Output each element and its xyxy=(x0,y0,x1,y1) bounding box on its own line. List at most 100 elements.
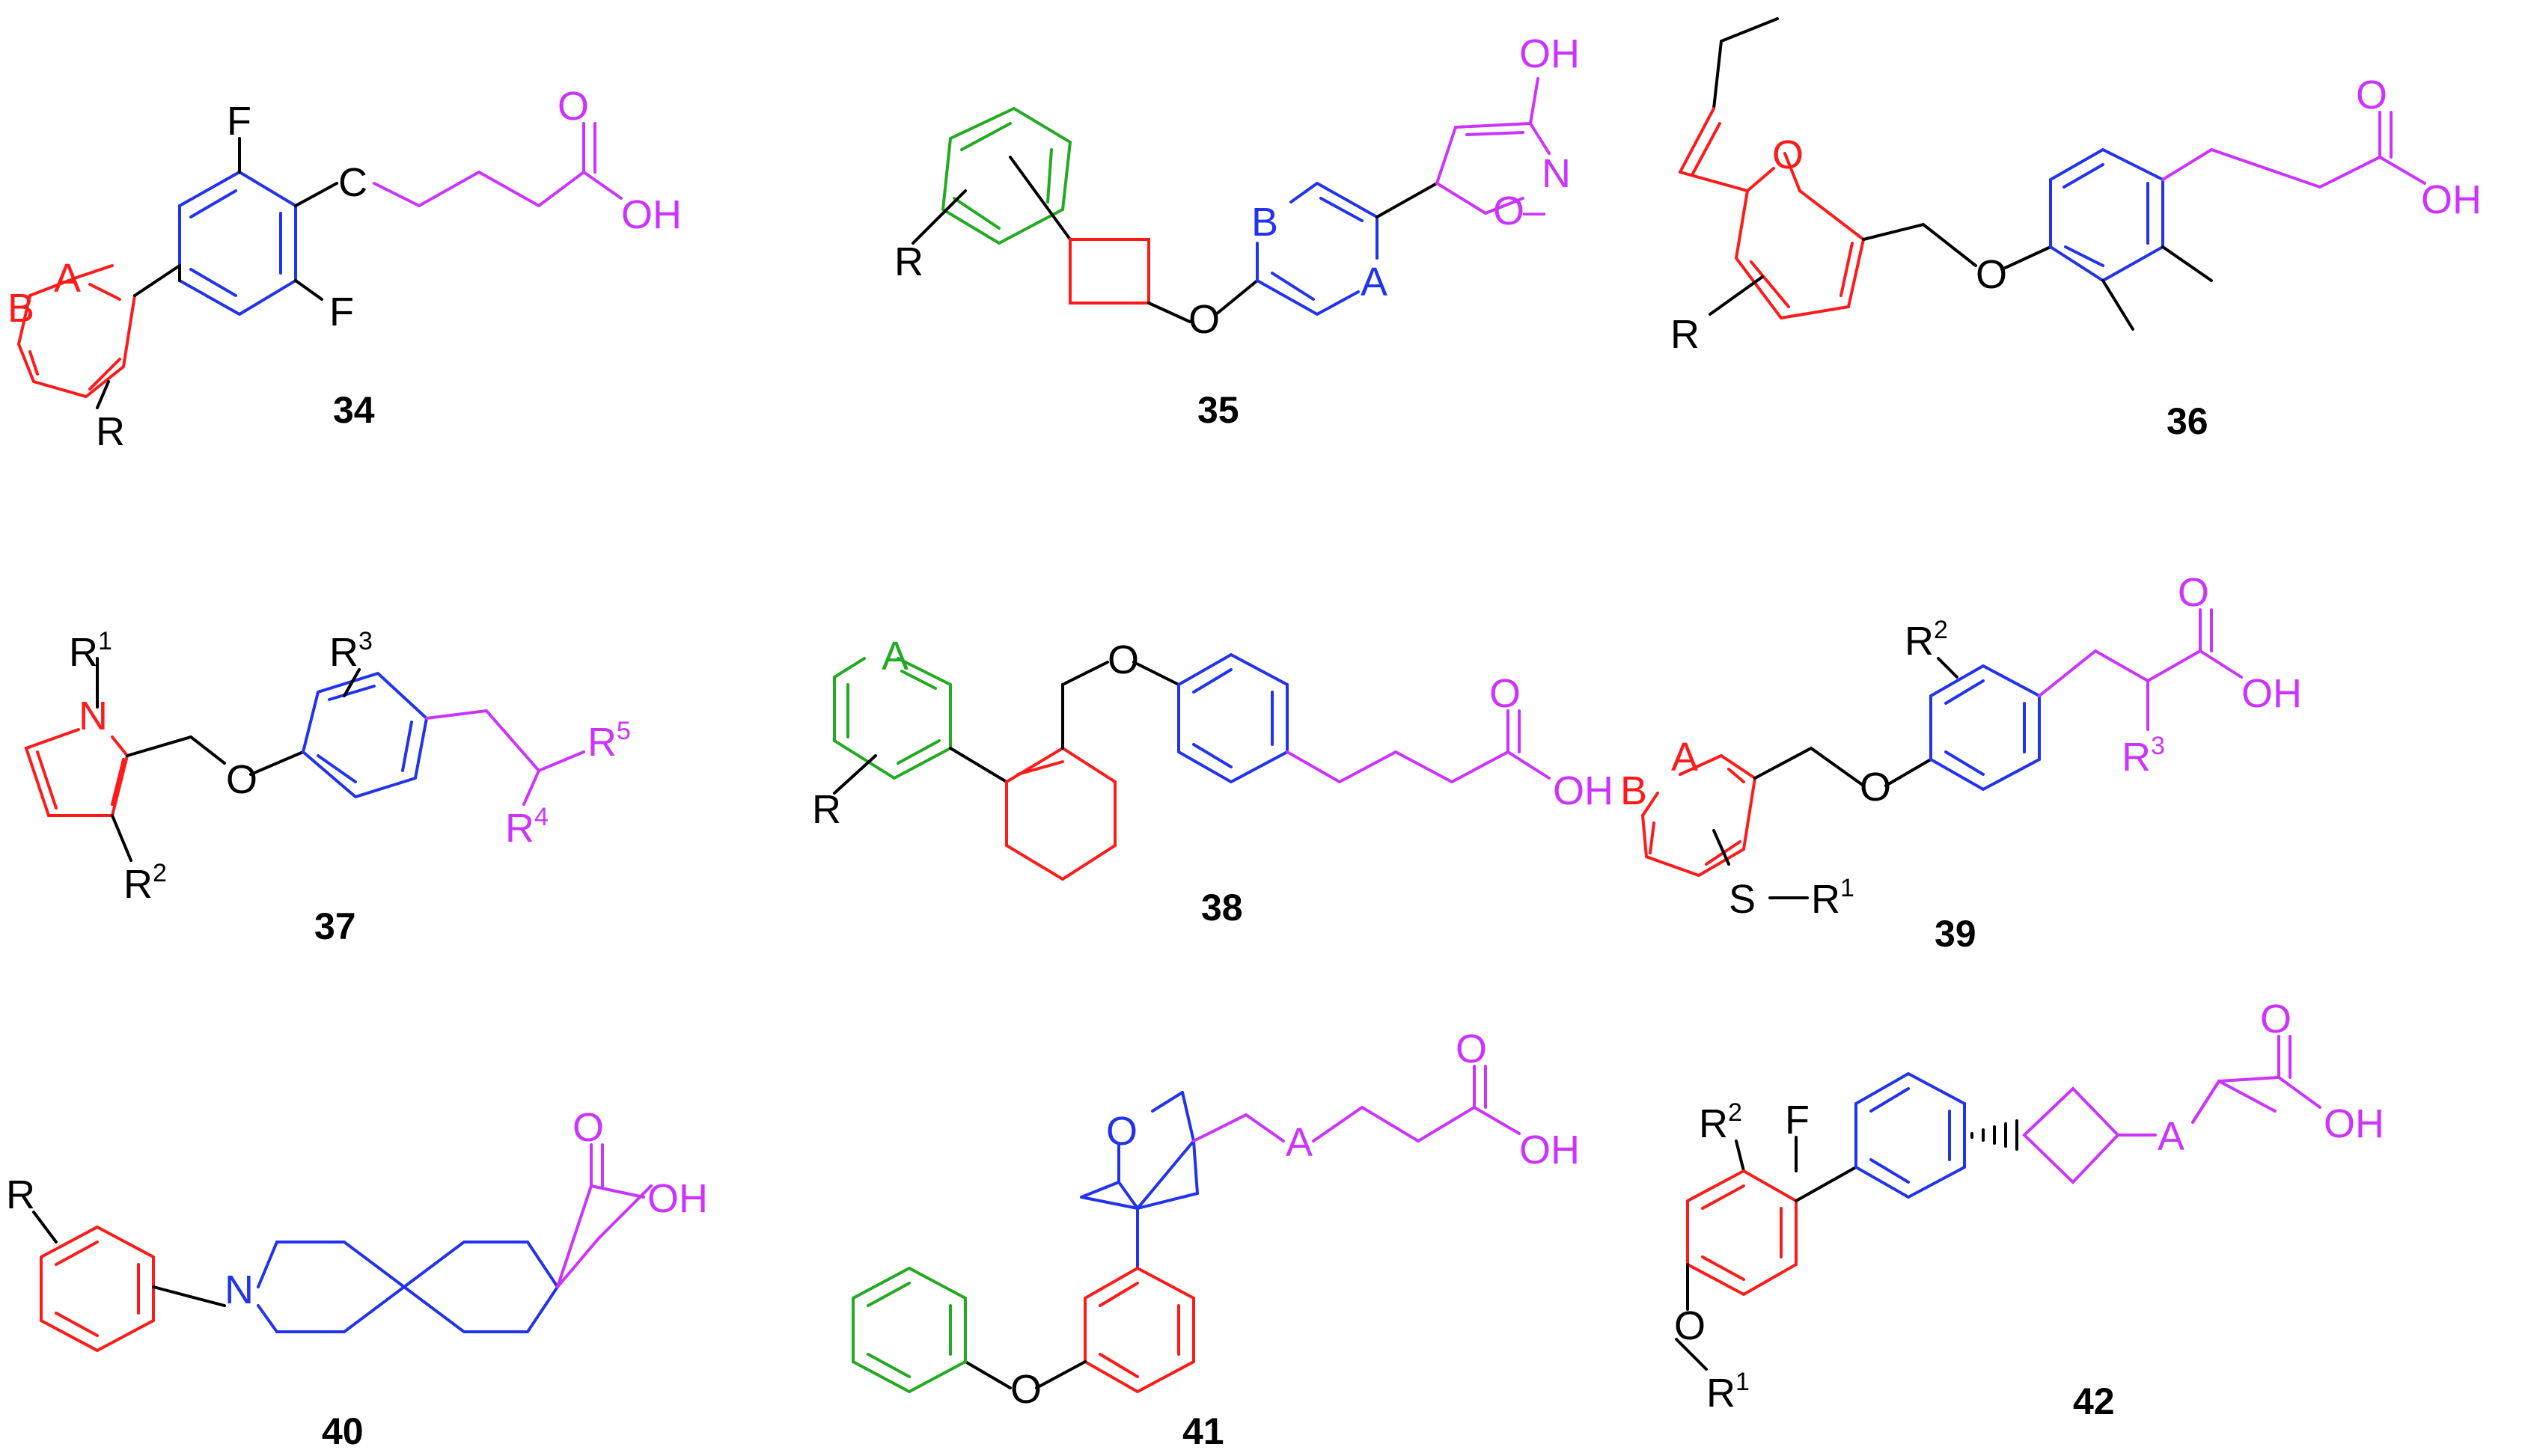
atom-A: A xyxy=(1671,735,1698,780)
atom-O: O xyxy=(2356,73,2387,117)
atom-OH: OH xyxy=(2324,1101,2384,1146)
compound-42: R2 F O R1 A O OH 42 xyxy=(1674,997,2384,1422)
atom-O: O xyxy=(1456,1027,1487,1071)
atom-R: R xyxy=(812,787,841,832)
compound-36: O R O O OH 36 xyxy=(1670,17,2482,442)
ring-37-blue xyxy=(301,671,429,799)
atom-A: A xyxy=(54,256,81,301)
ring-42-red xyxy=(1686,1169,1798,1297)
atom-R: R xyxy=(6,1172,35,1217)
atom-A: A xyxy=(1361,260,1387,305)
compound-34: B A R F F C O OH 34 xyxy=(7,84,682,454)
compound-38: A R O O OH 38 xyxy=(812,634,1613,929)
ring-39-red xyxy=(1641,754,1756,878)
atom-B: B xyxy=(7,286,34,331)
ring-41-green xyxy=(852,1266,967,1394)
compound-number: 41 xyxy=(1182,1410,1224,1452)
atom-R5: R5 xyxy=(587,717,631,765)
atom-B: B xyxy=(1251,200,1278,245)
atom-OH: OH xyxy=(621,192,682,237)
compound-number: 37 xyxy=(314,905,356,947)
compound-37: R1 N R2 O R3 R5 R4 37 xyxy=(24,627,631,947)
compound-number: 35 xyxy=(1197,389,1239,431)
atom-R2: R2 xyxy=(123,859,167,907)
atom-O: O xyxy=(2178,570,2209,615)
atom-O: O xyxy=(1976,252,2007,297)
atom-O: O xyxy=(1674,1303,1706,1348)
ring-38-red xyxy=(1005,746,1117,881)
atom-O: O xyxy=(1010,1367,1042,1412)
atom-O: O xyxy=(573,1105,604,1150)
ring-41-red xyxy=(1084,1266,1195,1394)
atom-O: O xyxy=(558,84,589,129)
atom-O: O xyxy=(1860,765,1891,810)
ring-38-blue xyxy=(1177,652,1289,784)
atom-R: R xyxy=(894,239,923,284)
atom-O: O xyxy=(1108,637,1139,682)
atom-C: C xyxy=(338,160,367,205)
atom-B: B xyxy=(1620,768,1647,813)
atom-OH: OH xyxy=(2421,177,2482,222)
atom-F: F xyxy=(227,99,251,144)
compound-number: 38 xyxy=(1201,887,1243,929)
atom-R1: R1 xyxy=(69,627,112,675)
atom-O: O xyxy=(226,757,257,802)
ring-35-isoxazole xyxy=(1435,77,1551,215)
compound-number: 40 xyxy=(322,1410,364,1452)
atom-A: A xyxy=(1286,1120,1313,1165)
atom-R: R xyxy=(1670,312,1700,357)
atom-R1: R1 xyxy=(1706,1368,1750,1416)
compound-35: R O B A O – N OH 35 xyxy=(894,31,1580,431)
rings-40-spiro xyxy=(257,1241,560,1333)
ring-37-pyrrole xyxy=(24,728,129,817)
atom-F: F xyxy=(329,290,354,334)
atom-R1: R1 xyxy=(1811,874,1854,922)
atom-O: O xyxy=(1106,1109,1138,1154)
atom-R3: R3 xyxy=(329,627,373,675)
atom-R2: R2 xyxy=(1699,1098,1742,1146)
atom-A: A xyxy=(2158,1114,2184,1159)
ring-38-green xyxy=(833,657,952,780)
atom-O: O xyxy=(1489,671,1521,716)
atom-OH: OH xyxy=(1553,768,1613,813)
ring-35-blue xyxy=(1256,181,1378,316)
atom-N: N xyxy=(79,694,108,738)
atom-F: F xyxy=(1785,1098,1810,1143)
ring-34-blue xyxy=(178,170,297,316)
compound-number: 42 xyxy=(2073,1380,2115,1422)
atom-OH: OH xyxy=(1519,1128,1580,1172)
atom-ring-O: O xyxy=(1493,189,1524,233)
atom-OH: OH xyxy=(1519,31,1580,76)
compound-40: R N O OH 40 xyxy=(6,1105,708,1452)
ring-36-red xyxy=(1679,107,1866,320)
atom-N: N xyxy=(225,1267,254,1312)
ring-34-red xyxy=(17,264,136,399)
atom-O: O xyxy=(1772,132,1804,177)
atom-R3: R3 xyxy=(2122,732,2165,780)
ring-40-red xyxy=(40,1225,155,1353)
atom-R: R xyxy=(96,409,125,454)
atom-A: A xyxy=(882,634,909,679)
ring-35-green xyxy=(941,106,1072,245)
atom-R4: R4 xyxy=(505,803,549,851)
compound-number: 36 xyxy=(2167,400,2208,442)
ring-42-blue xyxy=(1854,1071,1966,1199)
atom-O: O xyxy=(1188,297,1220,342)
hash-bond-42 xyxy=(1970,1119,2018,1151)
compound-39: B A S R1 O R2 O OH R3 39 xyxy=(1620,570,2302,955)
bicyclic-41 xyxy=(1080,1091,1199,1270)
atom-dash: – xyxy=(1523,189,1545,233)
compound-41: O A O OH O 41 xyxy=(852,1027,1580,1452)
ring-39-blue xyxy=(1929,664,2041,792)
compound-number: 39 xyxy=(1935,913,1976,955)
atom-O: O xyxy=(2260,997,2292,1041)
atom-S: S xyxy=(1729,877,1756,922)
atom-OH: OH xyxy=(2241,671,2302,716)
atom-R2: R2 xyxy=(1905,616,1948,664)
atom-OH: OH xyxy=(647,1176,708,1221)
compound-number: 34 xyxy=(333,389,375,431)
ring-36-blue xyxy=(2049,147,2164,283)
atom-N: N xyxy=(1542,151,1571,196)
